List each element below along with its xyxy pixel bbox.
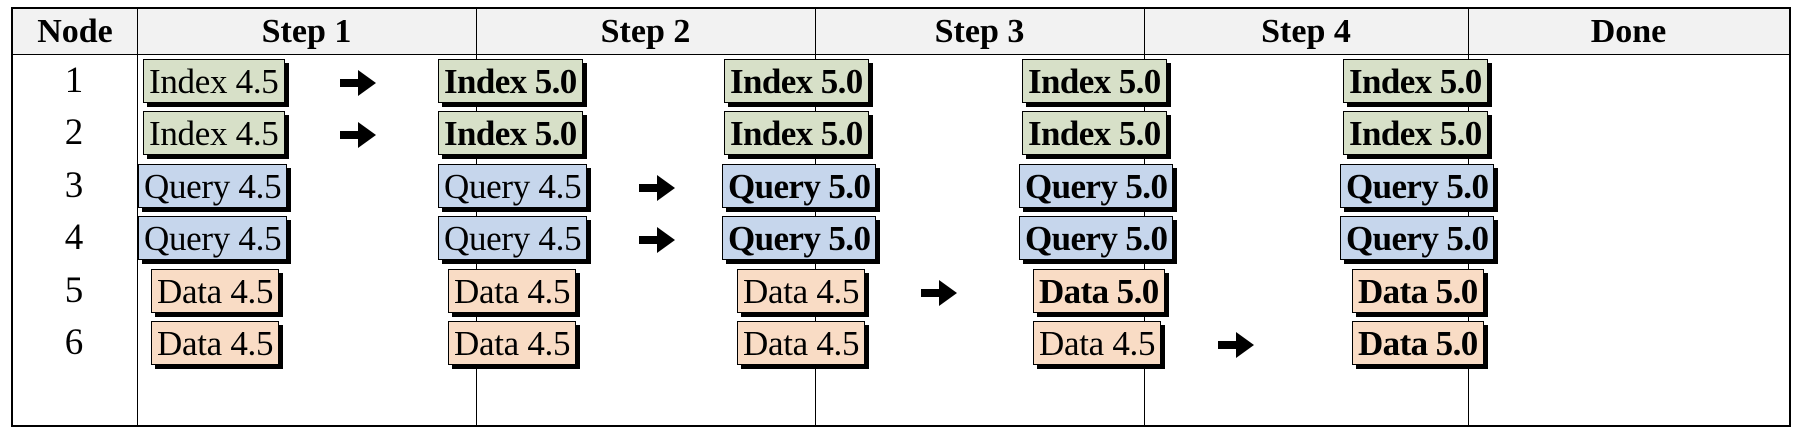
data-version-tag: Data 4.5	[737, 321, 866, 365]
right-arrow-icon	[921, 280, 957, 306]
index-version-tag: Index 5.0	[1022, 111, 1167, 155]
query-version-tag: Query 4.5	[138, 216, 288, 260]
header-node: Node	[37, 13, 113, 50]
node-number: 6	[64, 322, 84, 363]
index-version-tag: Index 4.5	[143, 59, 285, 103]
query-version-tag: Query 5.0	[1340, 216, 1495, 260]
index-version-tag: Index 5.0	[438, 111, 583, 155]
node-number: 4	[64, 217, 84, 258]
header-step-2: Step 2	[600, 13, 691, 50]
header-step-3: Step 3	[934, 13, 1025, 50]
node-number: 1	[64, 60, 84, 101]
right-arrow-icon	[639, 175, 675, 201]
query-version-tag: Query 5.0	[1019, 164, 1174, 208]
query-version-tag: Query 4.5	[438, 164, 588, 208]
header-step-4: Step 4	[1261, 13, 1351, 50]
index-version-tag: Index 5.0	[724, 59, 869, 103]
column-divider	[137, 9, 138, 425]
right-arrow-icon	[340, 70, 376, 96]
data-version-tag: Data 5.0	[1033, 269, 1165, 313]
query-version-tag: Query 4.5	[138, 164, 288, 208]
node-number: 5	[64, 270, 84, 311]
right-arrow-icon	[340, 122, 376, 148]
right-arrow-icon	[1218, 332, 1254, 358]
index-version-tag: Index 4.5	[143, 111, 285, 155]
data-version-tag: Data 4.5	[448, 269, 577, 313]
data-version-tag: Data 4.5	[151, 269, 280, 313]
query-version-tag: Query 5.0	[1019, 216, 1174, 260]
data-version-tag: Data 4.5	[737, 269, 866, 313]
query-version-tag: Query 5.0	[1340, 164, 1495, 208]
data-version-tag: Data 4.5	[151, 321, 280, 365]
data-version-tag: Data 5.0	[1352, 321, 1484, 365]
node-number: 3	[64, 165, 84, 206]
header-done: Done	[1590, 13, 1667, 50]
right-arrow-icon	[639, 227, 675, 253]
header-divider	[13, 54, 1789, 55]
query-version-tag: Query 5.0	[722, 164, 877, 208]
data-version-tag: Data 4.5	[1033, 321, 1162, 365]
query-version-tag: Query 5.0	[722, 216, 877, 260]
index-version-tag: Index 5.0	[1022, 59, 1167, 103]
header-row	[13, 9, 1789, 54]
query-version-tag: Query 4.5	[438, 216, 588, 260]
index-version-tag: Index 5.0	[438, 59, 583, 103]
data-version-tag: Data 4.5	[448, 321, 577, 365]
index-version-tag: Index 5.0	[1343, 59, 1488, 103]
header-step-1: Step 1	[261, 13, 352, 50]
index-version-tag: Index 5.0	[1343, 111, 1488, 155]
index-version-tag: Index 5.0	[724, 111, 869, 155]
data-version-tag: Data 5.0	[1352, 269, 1484, 313]
node-number: 2	[64, 112, 84, 153]
